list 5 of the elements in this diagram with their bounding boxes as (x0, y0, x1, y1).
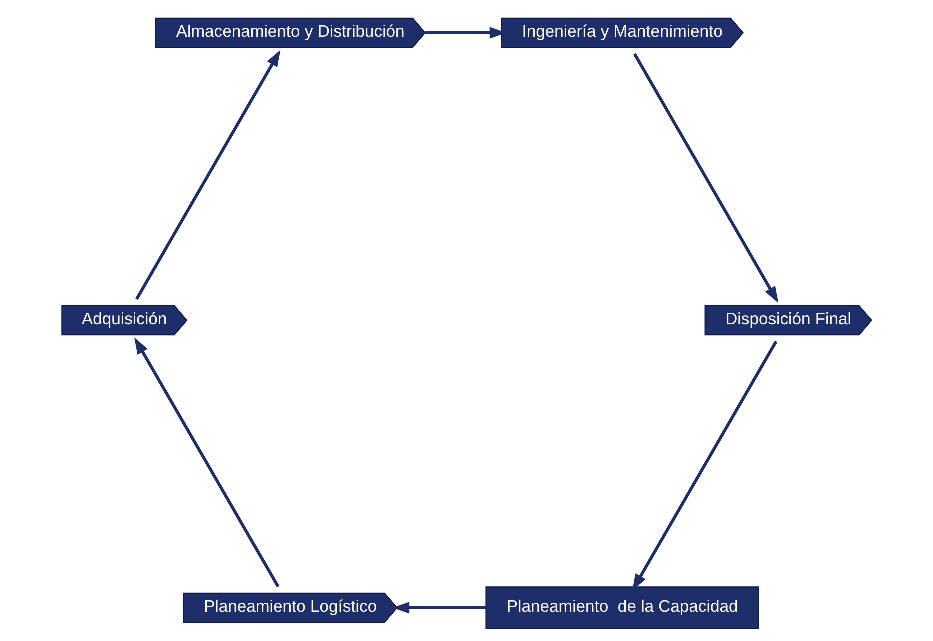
arrow (632, 340, 778, 591)
arrow (134, 50, 280, 300)
arrow (632, 53, 778, 304)
arrow (134, 338, 280, 588)
node-box: Planeamiento de la Capacidad (485, 586, 759, 630)
